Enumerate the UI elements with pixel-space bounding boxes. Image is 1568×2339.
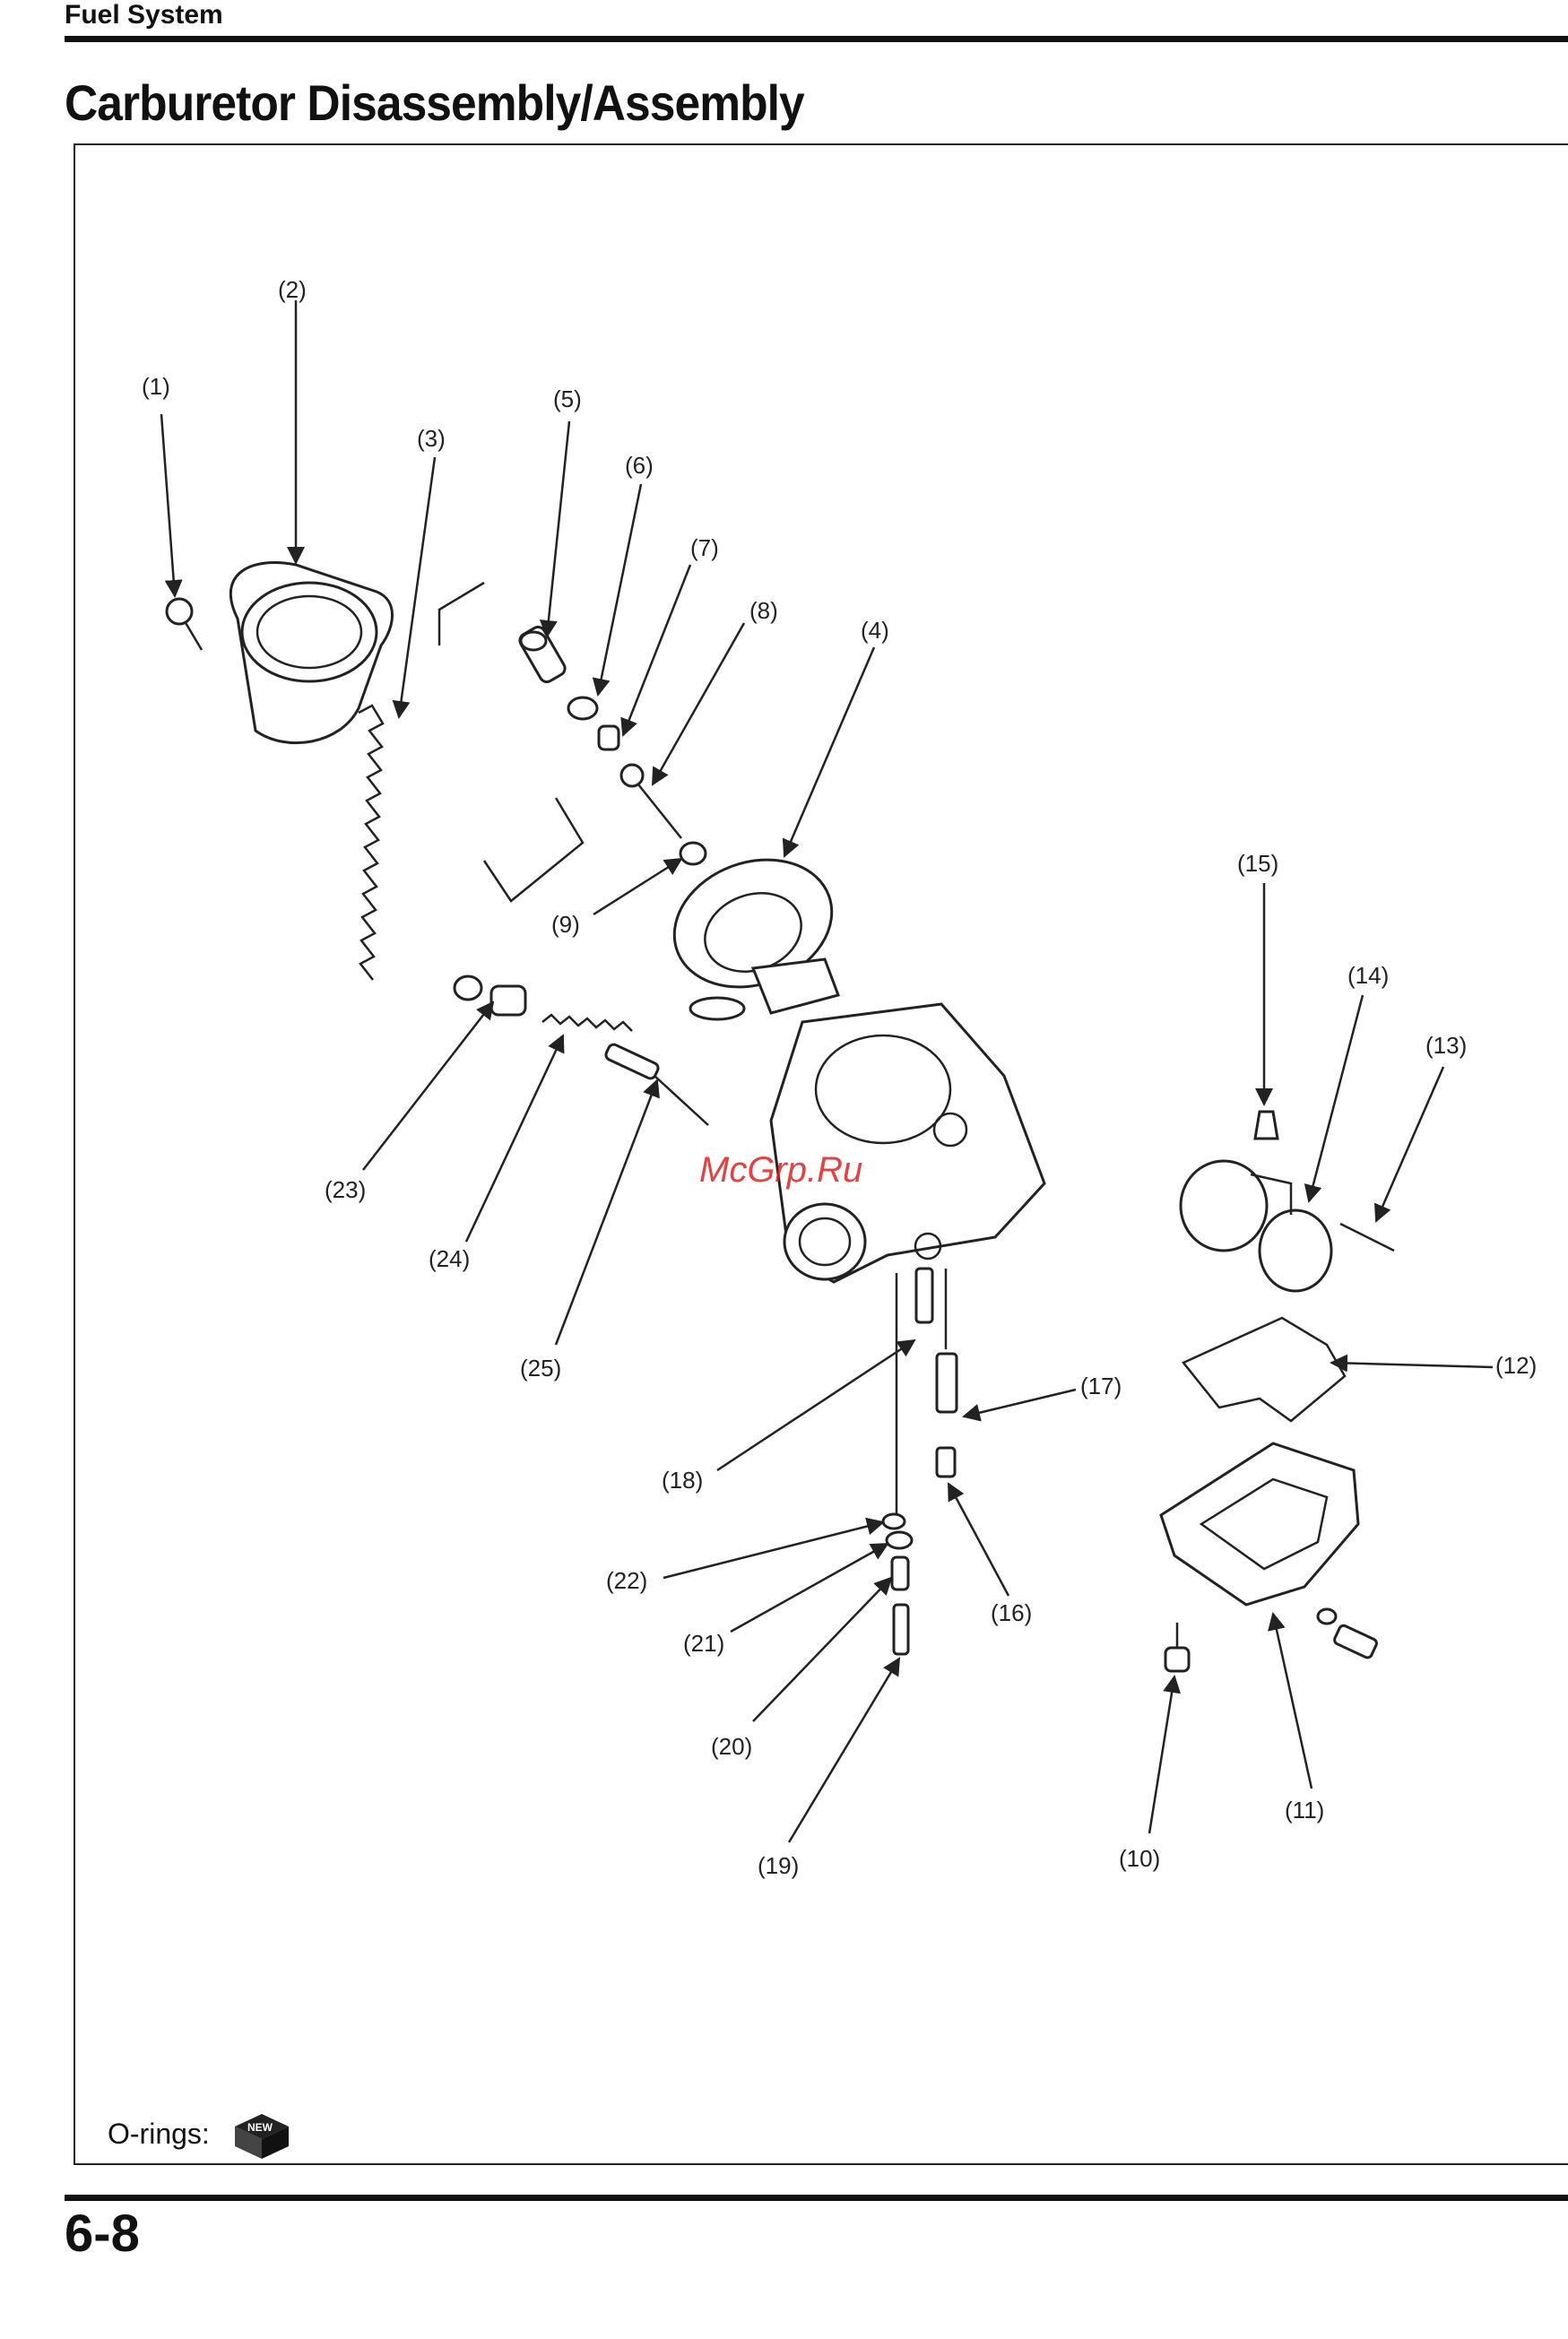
- new-icon-text: NEW: [247, 2121, 273, 2134]
- pilot-screw-holder: [491, 986, 525, 1015]
- callout-3: (3): [417, 425, 446, 452]
- leader-7: [623, 565, 690, 735]
- leader-12: [1331, 1363, 1493, 1367]
- slow-jet-part: [894, 1605, 908, 1654]
- callout-19: (19): [758, 1852, 799, 1879]
- leader-5: [547, 421, 569, 637]
- oring-part: [883, 1514, 905, 1529]
- leader-21: [731, 1544, 888, 1632]
- leader-23: [363, 1002, 493, 1170]
- callout-4: (4): [861, 617, 889, 644]
- legend-label: O-rings:: [108, 2118, 210, 2151]
- leader-6: [598, 484, 641, 695]
- carburetor-body: [771, 1004, 1044, 1282]
- pilot-spring: [542, 1015, 632, 1031]
- callout-5: (5): [553, 386, 582, 412]
- callout-7: (7): [690, 534, 719, 561]
- main-jet-holder-part: [937, 1354, 957, 1412]
- leader-19: [789, 1659, 899, 1842]
- main-jet-part: [937, 1448, 955, 1477]
- callout-1: (1): [142, 373, 170, 400]
- callout-23: (23): [325, 1176, 366, 1203]
- leader-25: [556, 1080, 657, 1345]
- float-pin-part: [1340, 1224, 1394, 1251]
- callout-8: (8): [749, 597, 778, 624]
- new-part-icon: NEW: [226, 2107, 298, 2161]
- washer-small-part: [887, 1532, 912, 1548]
- clip-part: [680, 843, 706, 864]
- callout-11: (11): [1285, 1797, 1324, 1824]
- leader-16: [949, 1484, 1009, 1596]
- callout-21: (21): [683, 1630, 724, 1657]
- leader-10: [1149, 1676, 1174, 1833]
- float-part: [1181, 1161, 1331, 1291]
- callout-12: (12): [1495, 1352, 1537, 1379]
- callout-16: (16): [991, 1599, 1032, 1626]
- callout-24: (24): [429, 1245, 470, 1272]
- screw-part: [167, 599, 202, 650]
- needle-holder-part: [517, 625, 567, 685]
- spring-part: [359, 706, 383, 980]
- page-number: 6-8: [65, 2204, 140, 2264]
- callout-22: (22): [606, 1567, 647, 1594]
- leader-17: [964, 1390, 1076, 1416]
- watermark: McGrp.Ru: [699, 1150, 862, 1190]
- leader-18: [717, 1340, 914, 1470]
- leader-4: [784, 647, 874, 856]
- leader-13: [1376, 1067, 1443, 1221]
- diaphragm-part: [656, 838, 850, 1019]
- leader-14: [1309, 995, 1363, 1201]
- jet-needle-part: [621, 765, 681, 838]
- leader-1: [161, 414, 175, 596]
- needle-jet-part: [916, 1269, 932, 1322]
- callout-15: (15): [1237, 850, 1278, 877]
- callout-2: (2): [278, 276, 307, 303]
- callout-20: (20): [711, 1733, 752, 1760]
- callout-18: (18): [662, 1467, 703, 1494]
- float-chamber-part: [1161, 1443, 1378, 1659]
- small-spring-lower: [892, 1557, 908, 1590]
- cap-part: [455, 976, 481, 1000]
- callout-6: (6): [625, 452, 654, 479]
- leader-9: [593, 859, 681, 914]
- leader-3: [399, 457, 435, 717]
- leader-8: [653, 623, 744, 784]
- leader-11: [1273, 1614, 1312, 1789]
- callout-14: (14): [1347, 962, 1389, 989]
- carburetor-top-cover: [230, 563, 392, 743]
- float-valve-part: [1255, 1112, 1278, 1139]
- small-spring-part: [599, 726, 619, 749]
- leader-20: [753, 1578, 891, 1721]
- chamber-screw-part: [1165, 1623, 1189, 1671]
- gasket-part: [1183, 1318, 1345, 1421]
- leader-22: [663, 1522, 883, 1578]
- group-bracket: [439, 583, 583, 901]
- callout-10: (10): [1119, 1845, 1160, 1872]
- callout-13: (13): [1425, 1032, 1467, 1059]
- legend: O-rings: NEW: [108, 2107, 298, 2161]
- bottom-rule: [65, 2195, 1568, 2201]
- washer-part: [568, 697, 597, 719]
- leader-24: [466, 1035, 563, 1242]
- callout-9: (9): [551, 911, 580, 938]
- callout-25: (25): [520, 1355, 561, 1382]
- callout-17: (17): [1080, 1373, 1122, 1399]
